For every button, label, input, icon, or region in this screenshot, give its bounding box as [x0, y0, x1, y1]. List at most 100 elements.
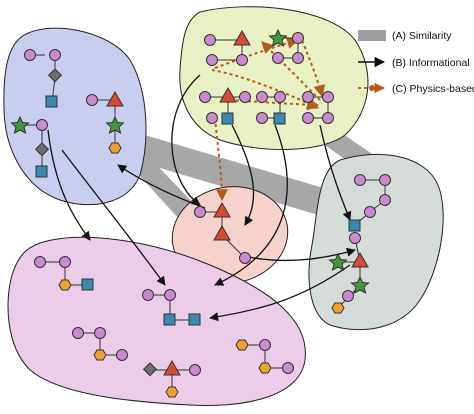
glycan-purple-5	[235, 339, 294, 374]
sugar-circle	[116, 349, 128, 361]
sugar-circle	[206, 54, 218, 66]
glycan-green-1	[204, 29, 251, 66]
sugar-circle	[239, 91, 251, 103]
physics-arrow-3	[229, 98, 320, 111]
sugar-square	[35, 165, 48, 178]
sugar-circle	[49, 49, 61, 61]
sugar-hexagon	[165, 386, 179, 398]
cluster-gray	[308, 154, 444, 331]
sugar-circle	[342, 290, 354, 302]
sugar-circle	[364, 206, 376, 218]
sugar-diamond	[142, 362, 158, 377]
physics-arrow-1	[214, 117, 228, 202]
sugar-circle	[189, 364, 201, 376]
sugar-circle	[292, 32, 304, 44]
sugar-circle	[34, 256, 46, 268]
sugar-circle	[199, 91, 211, 103]
sugar-circle	[259, 339, 271, 351]
sugar-square	[273, 112, 286, 125]
sugar-hexagon	[235, 339, 249, 351]
info-arrow-1	[47, 129, 91, 241]
glycan-green-3	[199, 86, 251, 125]
glycans	[10, 28, 391, 398]
sugar-square	[221, 112, 234, 125]
sugar-diamond	[47, 68, 63, 83]
legend: (A) Similarity (B) Informational (C) Phy…	[358, 30, 474, 95]
sugar-hexagon	[93, 349, 107, 361]
sugar-triangle	[163, 359, 181, 376]
sugar-circle	[164, 289, 176, 301]
glycan-green-2	[268, 28, 304, 64]
cluster-green	[179, 6, 369, 150]
sugar-triangle	[213, 224, 231, 241]
sugar-triangle	[233, 29, 251, 46]
sugar-triangle	[213, 201, 231, 218]
physics-arrow-5	[299, 34, 326, 98]
sugar-circle	[206, 112, 218, 124]
sugar-circle	[142, 289, 154, 301]
sugar-circle	[94, 327, 106, 339]
physics-arrow-6	[214, 37, 300, 69]
sugar-circle	[24, 49, 36, 61]
sugar-circle	[379, 174, 391, 186]
legend-informational-label: (B) Informational	[392, 57, 470, 69]
glycan-blue-3	[86, 90, 125, 154]
glycan-purple-3	[72, 327, 128, 361]
sugar-circle	[36, 119, 48, 131]
sugar-circle	[194, 206, 206, 218]
glycan-purple-4	[142, 359, 201, 398]
sugar-circle	[379, 194, 391, 206]
legend-similarity-swatch	[358, 30, 386, 41]
glycan-purple-1	[34, 256, 94, 291]
sugar-circle	[59, 256, 71, 268]
sugar-triangle	[106, 90, 124, 107]
sugar-circle	[349, 232, 361, 244]
glycan-blue-1	[24, 49, 63, 108]
info-arrow-6	[319, 124, 352, 221]
sugar-circle	[72, 327, 84, 339]
info-arrow-2	[61, 149, 166, 286]
glycan-purple-2	[142, 289, 201, 326]
glycan-gray-2	[328, 232, 370, 314]
sugar-circle	[256, 91, 268, 103]
sugar-circle	[322, 91, 334, 103]
sugar-hexagon	[58, 279, 72, 291]
sugar-star	[268, 28, 288, 47]
sugar-star	[10, 115, 30, 134]
glycan-gray-1	[348, 174, 391, 232]
sugar-diamond	[34, 142, 50, 157]
cluster-blue	[3, 27, 147, 206]
sugar-circle	[292, 52, 304, 64]
info-arrow-5	[231, 124, 255, 226]
sugar-hexagon	[331, 302, 345, 314]
informational-arrows	[47, 74, 356, 322]
sugar-circle	[302, 112, 314, 124]
glycan-green-5	[302, 91, 334, 124]
sugar-circle	[204, 34, 216, 46]
sugar-hexagon	[108, 142, 122, 154]
sugar-square	[348, 219, 361, 232]
sugar-square	[163, 313, 176, 326]
sugar-circle	[272, 52, 284, 64]
info-arrow-8	[239, 247, 356, 262]
sugar-circle	[274, 91, 286, 103]
sugar-circle	[86, 94, 98, 106]
sugar-circle	[256, 112, 268, 124]
sugar-circle	[302, 91, 314, 103]
sugar-circle	[239, 252, 251, 264]
clusters	[3, 6, 444, 406]
legend-similarity-label: (A) Similarity	[392, 30, 452, 42]
sugar-triangle	[219, 86, 237, 103]
sugar-hexagon	[258, 362, 272, 374]
sugar-circle	[236, 54, 248, 66]
glycan-green-4	[256, 91, 286, 125]
similarity-band-blue-center	[130, 158, 195, 218]
sugar-triangle	[351, 251, 369, 268]
sugar-square	[81, 278, 94, 291]
sugar-circle	[322, 112, 334, 124]
similarity-band-blue-gray	[120, 125, 345, 220]
legend-physics-dot	[369, 85, 375, 91]
sugar-star	[105, 115, 125, 134]
glycan-center	[194, 201, 251, 264]
info-arrow-3	[171, 74, 201, 206]
